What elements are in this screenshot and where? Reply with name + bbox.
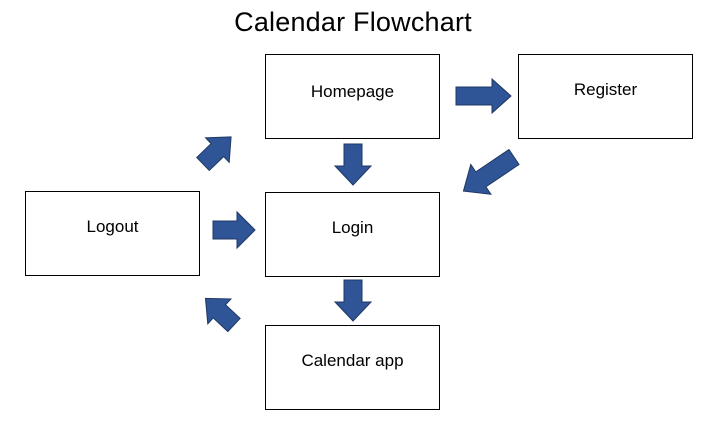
diagram-title: Calendar Flowchart: [234, 7, 472, 37]
arrow-logout-to-login: [212, 210, 256, 250]
arrow-login-to-calendar-app: [333, 279, 373, 322]
node-login: Login: [265, 192, 440, 277]
node-register-label: Register: [573, 80, 638, 99]
node-calendar-app-label: Calendar app: [301, 350, 404, 370]
arrow-register-to-login: [462, 148, 520, 195]
node-logout-label: Logout: [86, 216, 139, 236]
node-register: Register: [518, 54, 693, 139]
node-login-label: Login: [331, 217, 374, 237]
arrow-homepage-to-login: [333, 143, 373, 186]
node-homepage-label: Homepage: [310, 81, 395, 101]
node-calendar-app: Calendar app: [265, 325, 440, 410]
arrow-logout-to-homepage: [196, 136, 232, 172]
node-logout: Logout: [25, 191, 200, 276]
arrow-homepage-to-register: [455, 77, 512, 115]
node-homepage: Homepage: [265, 54, 440, 139]
arrow-calendar-app-to-logout: [204, 297, 241, 333]
